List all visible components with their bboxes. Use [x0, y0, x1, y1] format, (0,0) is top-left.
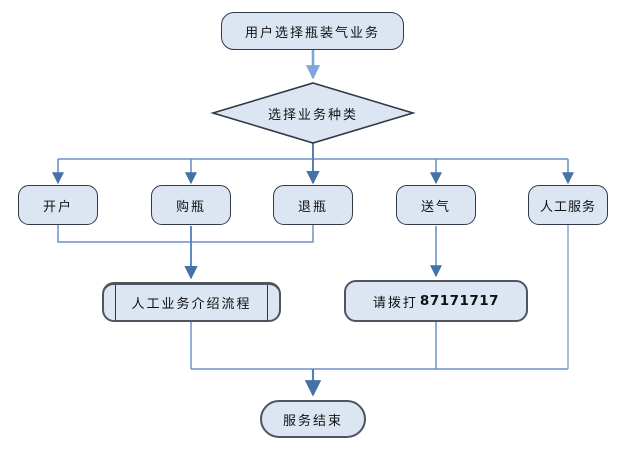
branch-label: 人工服务 [539, 199, 596, 215]
node-branch-manual-service: 人工服务 [528, 185, 608, 225]
branch-label: 退瓶 [297, 199, 328, 215]
node-branch-gas-delivery: 送气 [396, 185, 476, 225]
branch-label: 购瓶 [175, 199, 206, 215]
node-intro-process-label: 人工业务介绍流程 [131, 297, 252, 312]
node-end: 服务结束 [260, 400, 366, 438]
node-branch-return-bottle: 退瓶 [273, 185, 353, 225]
node-decision: 选择业务种类 [213, 83, 413, 143]
node-decision-label: 选择业务种类 [267, 107, 358, 123]
node-branch-open-account: 开户 [18, 185, 98, 225]
branch-label: 送气 [420, 199, 451, 215]
call-phone-number: 87171717 [419, 293, 500, 309]
predefined-process-right-bar [267, 285, 268, 320]
connector-merge-left [57, 225, 314, 243]
decision-diamond-shape [210, 82, 416, 144]
call-prefix-label: 请拨打 [372, 295, 418, 311]
node-end-label: 服务结束 [282, 413, 343, 429]
node-start: 用户选择瓶装气业务 [221, 12, 404, 50]
node-intro-process: 人工业务介绍流程 [102, 282, 281, 322]
node-start-label: 用户选择瓶装气业务 [244, 25, 380, 41]
node-branch-buy-bottle: 购瓶 [151, 185, 231, 225]
predefined-process-left-bar [115, 285, 116, 320]
branch-label: 开户 [42, 199, 73, 215]
